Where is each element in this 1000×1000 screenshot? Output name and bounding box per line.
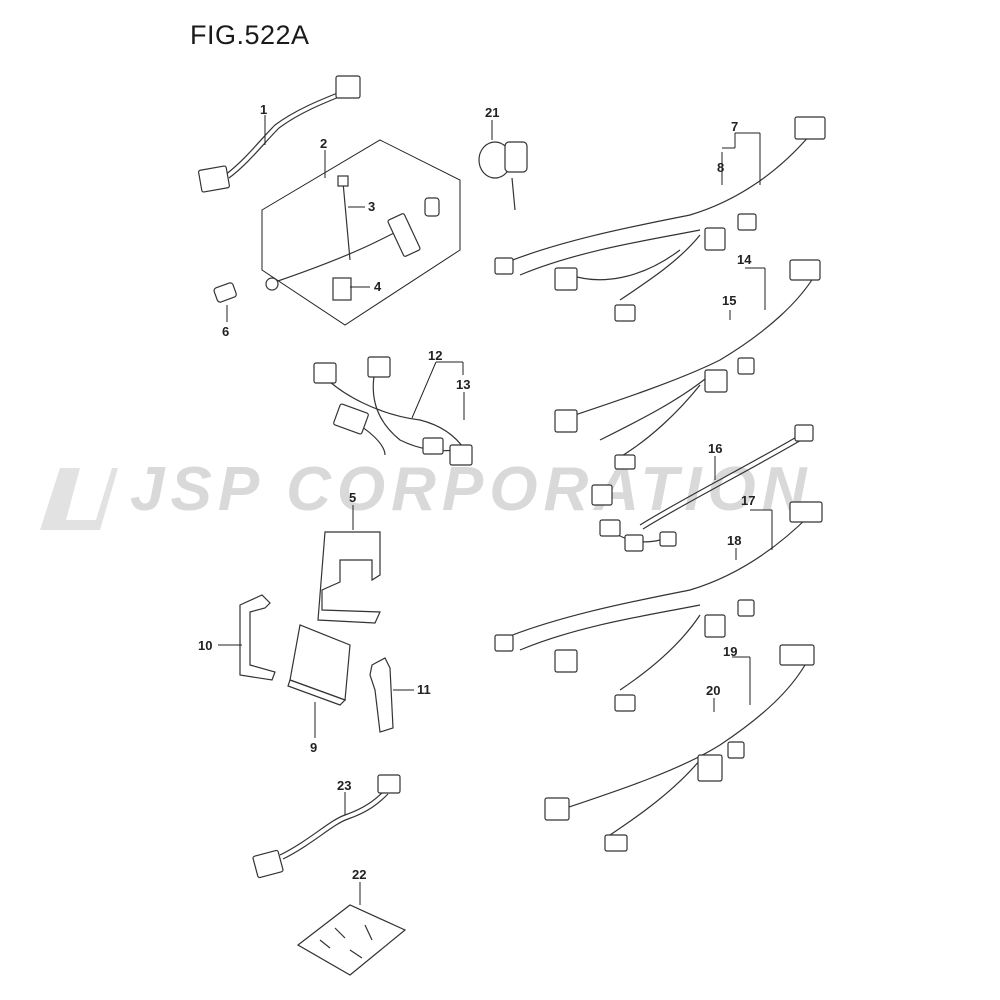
- callout-3: 3: [368, 199, 375, 214]
- part-21-sensor: [478, 141, 528, 211]
- part-11-bracket: [369, 657, 394, 733]
- part-1-cable: [198, 75, 361, 193]
- watermark: JSP CORPORATION: [40, 455, 813, 530]
- callout-20: 20: [706, 683, 720, 698]
- watermark-logo-icon: [40, 468, 118, 530]
- callout-4: 4: [374, 279, 382, 294]
- part-23-cable: [252, 774, 401, 879]
- callout-1: 1: [260, 102, 267, 117]
- figure-title: FIG.522A: [190, 20, 310, 50]
- callout-15: 15: [722, 293, 736, 308]
- cable-16: [591, 424, 814, 552]
- callout-22: 22: [352, 867, 366, 882]
- callout-13: 13: [456, 377, 470, 392]
- callout-6: 6: [222, 324, 229, 339]
- callout-7: 7: [731, 119, 738, 134]
- callout-18: 18: [727, 533, 741, 548]
- callout-11: 11: [417, 682, 431, 697]
- part-5-cover: [317, 531, 381, 624]
- harness-7: [494, 116, 826, 322]
- callout-21: 21: [485, 105, 499, 120]
- callout-10: 10: [198, 638, 212, 653]
- callout-5: 5: [349, 490, 356, 505]
- harness-19: [544, 644, 815, 852]
- part-9-module: [287, 624, 351, 706]
- part-2-kit: [261, 139, 461, 326]
- callout-8: 8: [717, 160, 724, 175]
- harness-14: [554, 259, 821, 470]
- callout-12: 12: [428, 348, 442, 363]
- harness-17: [494, 501, 823, 712]
- part-3-strap: [337, 175, 351, 261]
- callout-9: 9: [310, 740, 317, 755]
- callout-2: 2: [320, 136, 327, 151]
- part-6-cap: [213, 282, 237, 303]
- watermark-text: JSP CORPORATION: [130, 455, 813, 524]
- callout-16: 16: [708, 441, 722, 456]
- part-10-bracket: [239, 594, 276, 681]
- part-12-harness: [313, 356, 473, 466]
- callout-23: 23: [337, 778, 351, 793]
- callout-14: 14: [737, 252, 752, 267]
- callout-19: 19: [723, 644, 737, 659]
- callout-17: 17: [741, 493, 755, 508]
- part-22-bag: [296, 904, 407, 976]
- leader-lines: [218, 115, 773, 905]
- part-4-clip: [332, 277, 352, 301]
- callouts: 1 2 3 4 5 6 7 8 9 10 11 12 13 14 15 16 1…: [198, 102, 755, 882]
